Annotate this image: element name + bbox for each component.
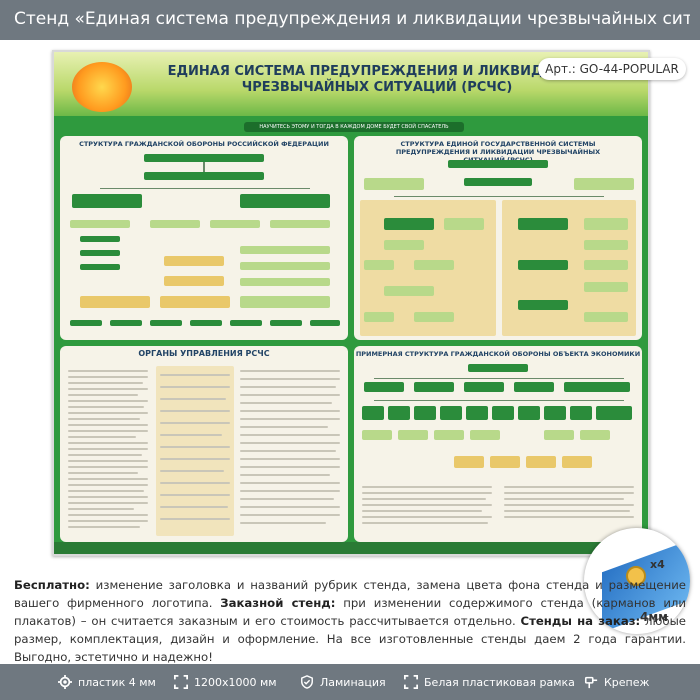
feature-label: Крепеж (604, 676, 650, 689)
order-text: любые размер, комплектация, дизайн и офо… (14, 614, 686, 664)
feature-label: пластик 4 мм (78, 676, 156, 689)
shield-icon (301, 675, 313, 689)
article-badge: Арт.: GO-44-POPULAR (538, 58, 686, 80)
stand-title-line1: ЕДИНАЯ СИСТЕМА ПРЕДУПРЕЖДЕНИЯ И ЛИКВИДАЦ… (167, 64, 587, 79)
feature-material: пластик 4 мм (58, 675, 156, 689)
feature-label: Белая пластиковая рамка (424, 676, 575, 689)
diagram-box (72, 194, 142, 208)
stand-image: ЕДИНАЯ СИСТЕМА ПРЕДУПРЕЖДЕНИЯ И ЛИКВИДАЦ… (52, 50, 650, 556)
stand-slogan: НАУЧИТЕСЬ ЭТОМУ И ТОГДА В КАЖДОМ ДОМЕ БУ… (244, 122, 464, 132)
panel-rschs-management: ОРГАНЫ УПРАВЛЕНИЯ РСЧС (60, 346, 348, 542)
custom-label: Заказной стенд: (220, 596, 336, 610)
title-bar: Стенд «Единая система предупреждения и л… (0, 0, 700, 40)
resize-icon (174, 675, 188, 689)
feature-mount: Крепеж (584, 675, 649, 689)
custom-text: при изменении содержимого стенда (карман… (14, 596, 686, 628)
free-label: Бесплатно: (14, 578, 90, 592)
emergency-logo-icon (72, 62, 132, 112)
stand-footer (54, 542, 648, 554)
feature-size: 1200x1000 мм (174, 675, 277, 689)
article-label: Арт.: GO-44-POPULAR (545, 62, 679, 76)
feature-label: Ламинация (320, 676, 386, 689)
diagram-box (240, 194, 330, 208)
feature-lamination: Ламинация (300, 675, 386, 689)
frame-icon (404, 675, 418, 689)
order-label: Стенды на заказ: (520, 614, 641, 628)
feature-frame: Белая пластиковая рамка (404, 675, 575, 689)
stand-title-line2: ЧРЕЗВЫЧАЙНЫХ СИТУАЦИЙ (РСЧС) (241, 80, 513, 95)
gear-icon (58, 675, 72, 689)
feature-label: 1200x1000 мм (194, 676, 277, 689)
features-bar: пластик 4 мм 1200x1000 мм Ламинация Бела… (0, 664, 700, 700)
product-title: Стенд «Единая система предупреждения и л… (14, 9, 690, 29)
mount-icon (584, 676, 598, 689)
stand-title: ЕДИНАЯ СИСТЕМА ПРЕДУПРЕЖДЕНИЯ И ЛИКВИДАЦ… (142, 64, 612, 96)
diagram-box (144, 172, 264, 180)
free-text: изменение заголовка и названий рубрик ст… (14, 578, 686, 610)
panel-enterprise-civil-defense: ПРИМЕРНАЯ СТРУКТУРА ГРАЖДАНСКОЙ ОБОРОНЫ … (354, 346, 642, 542)
panel-civil-defense-structure: СТРУКТУРА ГРАЖДАНСКОЙ ОБОРОНЫ РОССИЙСКОЙ… (60, 136, 348, 340)
diagram-box (144, 154, 264, 162)
screw-icon (626, 566, 646, 586)
panel-rschs-structure: СТРУКТУРА ЕДИНОЙ ГОСУДАРСТВЕННОЙ СИСТЕМЫ… (354, 136, 642, 340)
panel-title: ОРГАНЫ УПРАВЛЕНИЯ РСЧС (138, 349, 270, 358)
panel-title: ПРИМЕРНАЯ СТРУКТУРА ГРАЖДАНСКОЙ ОБОРОНЫ … (355, 350, 641, 358)
thickness-label: 4мм (640, 610, 668, 624)
product-description: Бесплатно: изменение заголовка и названи… (14, 576, 686, 666)
panel-title: СТРУКТУРА ГРАЖДАНСКОЙ ОБОРОНЫ РОССИЙСКОЙ… (79, 140, 329, 148)
screw-count: x4 (650, 558, 665, 571)
mount-detail-image: x4 4мм (584, 528, 690, 634)
